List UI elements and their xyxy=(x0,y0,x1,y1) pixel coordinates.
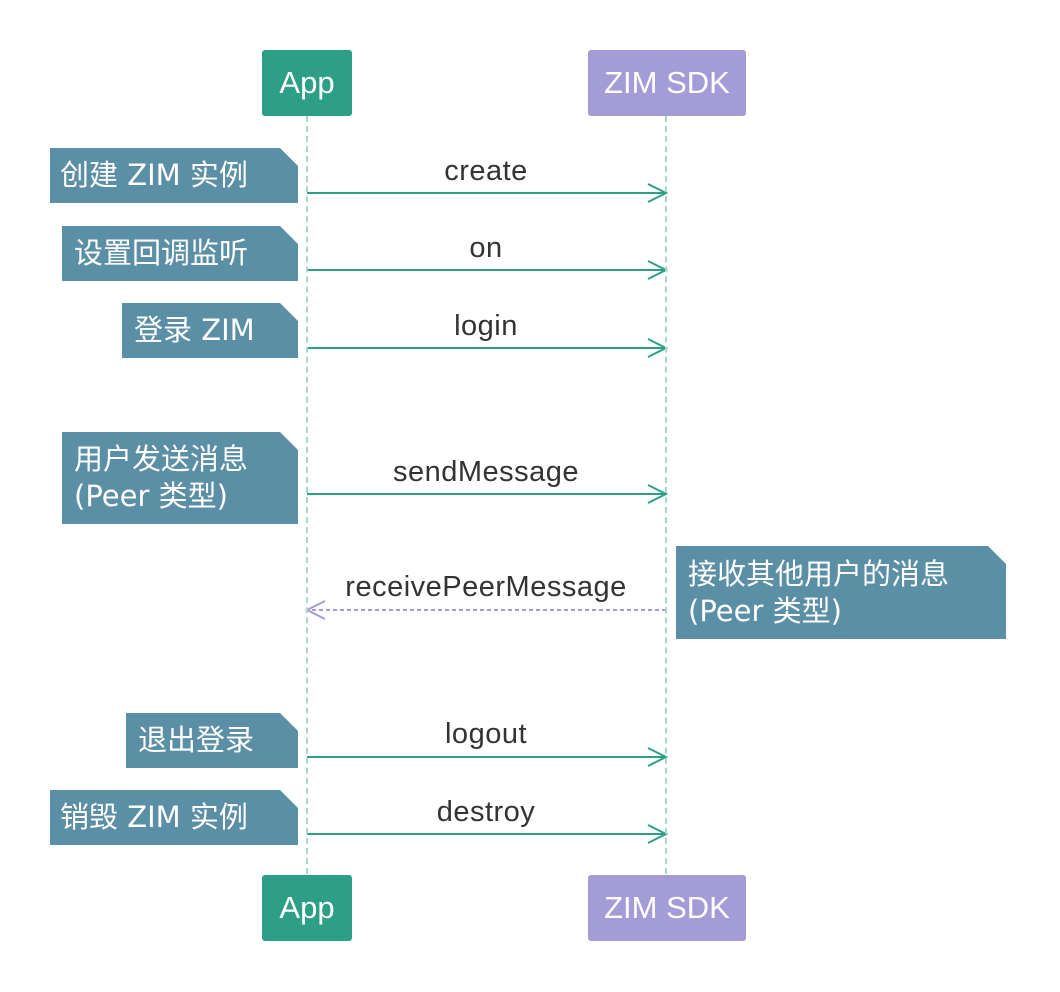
message-label-on: on xyxy=(469,232,503,264)
note-logout: 退出登录 xyxy=(126,713,298,768)
message-label-destroy: destroy xyxy=(436,796,536,828)
note-line: 登录 ZIM xyxy=(134,313,255,347)
note-line: (Peer 类型) xyxy=(688,593,842,628)
message-label-sendmessage: sendMessage xyxy=(392,456,580,488)
note-line: 销毁 ZIM 实例 xyxy=(60,800,248,834)
note-set-callbacks: 设置回调监听 xyxy=(62,226,298,281)
sdk-lifeline xyxy=(665,116,667,874)
sdk-participant-top: ZIM SDK xyxy=(588,50,746,116)
note-line: 创建 ZIM 实例 xyxy=(60,158,248,192)
note-send-message: 用户发送消息 (Peer 类型) xyxy=(62,432,298,524)
note-line: (Peer 类型) xyxy=(74,479,228,513)
note-create-instance: 创建 ZIM 实例 xyxy=(50,148,298,203)
note-line: 设置回调监听 xyxy=(74,236,249,270)
note-login: 登录 ZIM xyxy=(122,303,298,358)
note-line: 用户发送消息 xyxy=(74,442,249,476)
app-participant-top: App xyxy=(262,50,352,116)
app-lifeline xyxy=(306,116,308,874)
app-participant-bottom: App xyxy=(262,875,352,941)
note-line: 接收其他用户的消息 xyxy=(688,556,950,591)
message-label-create: create xyxy=(444,155,528,187)
note-receive-message: 接收其他用户的消息 (Peer 类型) xyxy=(676,546,1006,639)
message-label-receivepeermessage: receivePeerMessage xyxy=(345,571,627,603)
message-label-logout: logout xyxy=(444,718,528,750)
note-destroy-instance: 销毁 ZIM 实例 xyxy=(50,790,298,845)
message-label-login: login xyxy=(454,310,518,342)
sdk-participant-bottom: ZIM SDK xyxy=(588,875,746,941)
note-line: 退出登录 xyxy=(138,723,255,757)
